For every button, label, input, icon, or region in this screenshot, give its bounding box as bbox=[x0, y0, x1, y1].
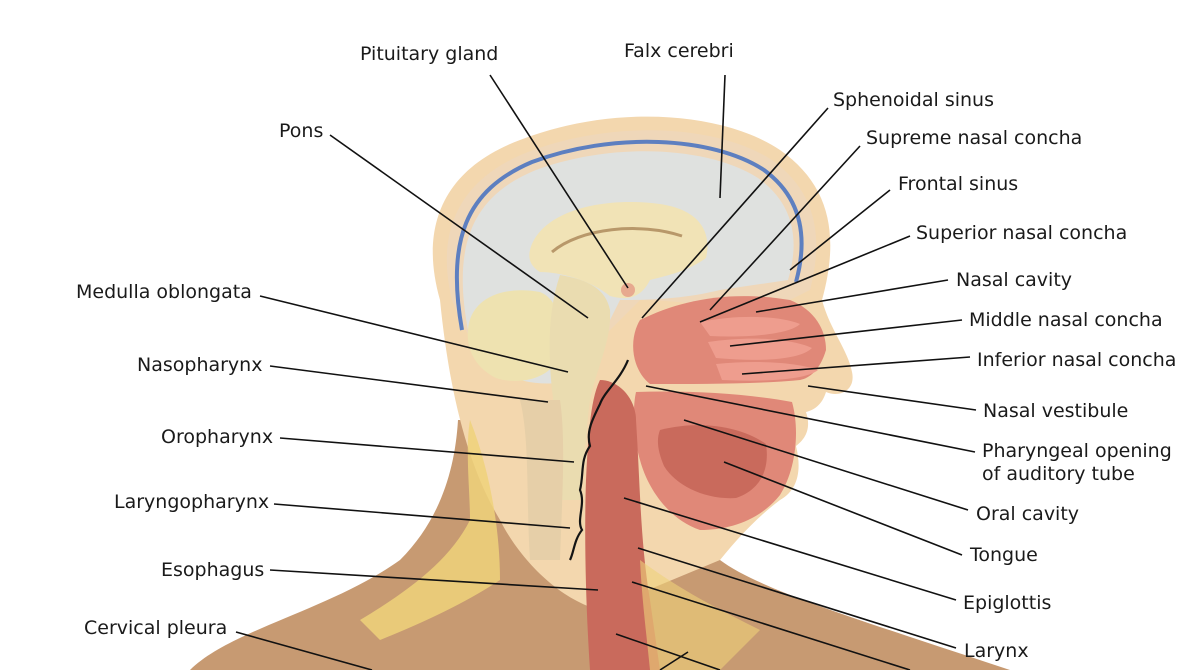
leader-inferior-nasal-concha bbox=[741, 356, 971, 375]
label-cervical-pleura: Cervical pleura bbox=[84, 617, 227, 639]
leader-lower-3 bbox=[659, 651, 689, 670]
illustration bbox=[190, 116, 1010, 670]
label-nasal-vestibule: Nasal vestibule bbox=[983, 400, 1128, 422]
vertebral-column bbox=[520, 400, 564, 560]
leader-lower-2 bbox=[615, 633, 721, 670]
label-falx-cerebri: Falx cerebri bbox=[624, 40, 734, 62]
leader-sphenoidal-sinus bbox=[641, 107, 829, 319]
text-labels: Pituitary gland Falx cerebri Sphenoidal … bbox=[76, 40, 1176, 662]
label-supreme-nasal-concha: Supreme nasal concha bbox=[866, 127, 1082, 149]
leader-pituitary-gland bbox=[489, 74, 629, 289]
label-pharyngeal-opening-line1: Pharyngeal opening bbox=[982, 440, 1172, 462]
leader-nasopharynx bbox=[269, 365, 549, 403]
label-oral-cavity: Oral cavity bbox=[976, 503, 1079, 525]
leader-epiglottis bbox=[623, 497, 957, 601]
label-oropharynx: Oropharynx bbox=[161, 426, 273, 448]
label-medulla-oblongata: Medulla oblongata bbox=[76, 281, 252, 303]
leader-middle-nasal-concha bbox=[729, 319, 963, 347]
leader-esophagus bbox=[269, 569, 599, 591]
leader-frontal-sinus bbox=[789, 189, 891, 271]
conchae bbox=[700, 316, 818, 381]
leader-pharyngeal-opening bbox=[645, 385, 976, 453]
label-esophagus: Esophagus bbox=[161, 559, 264, 581]
label-nasopharynx: Nasopharynx bbox=[137, 354, 262, 376]
leader-larynx bbox=[637, 547, 957, 649]
neck-fat bbox=[360, 420, 500, 640]
label-nasal-cavity: Nasal cavity bbox=[956, 269, 1072, 291]
label-sphenoidal-sinus: Sphenoidal sinus bbox=[833, 89, 994, 111]
tongue-muscle bbox=[657, 425, 767, 499]
leader-medulla-oblongata bbox=[259, 295, 569, 373]
pituitary bbox=[621, 283, 635, 297]
dura-line bbox=[454, 139, 804, 331]
leader-tongue bbox=[723, 461, 963, 556]
cerebrum bbox=[529, 201, 708, 299]
label-larynx: Larynx bbox=[964, 640, 1029, 662]
label-middle-nasal-concha: Middle nasal concha bbox=[969, 309, 1163, 331]
leader-falx-cerebri bbox=[719, 74, 726, 199]
label-laryngopharynx: Laryngopharynx bbox=[114, 491, 269, 513]
label-superior-nasal-concha: Superior nasal concha bbox=[916, 222, 1127, 244]
leader-nasal-vestibule bbox=[807, 385, 977, 411]
leader-oropharynx bbox=[279, 437, 575, 463]
label-pons: Pons bbox=[279, 120, 323, 142]
leader-lower-1 bbox=[631, 581, 911, 670]
label-inferior-nasal-concha: Inferior nasal concha bbox=[977, 349, 1176, 371]
cerebellum bbox=[467, 290, 562, 382]
leader-superior-nasal-concha bbox=[699, 235, 911, 323]
label-epiglottis: Epiglottis bbox=[963, 592, 1051, 614]
leader-cervical-pleura bbox=[235, 631, 373, 670]
label-tongue: Tongue bbox=[969, 544, 1038, 566]
pharynx-outline bbox=[568, 359, 630, 561]
corpus-callosum bbox=[551, 227, 683, 254]
label-frontal-sinus: Frontal sinus bbox=[898, 173, 1018, 195]
pharynx-larynx bbox=[585, 380, 660, 670]
leader-lines bbox=[235, 74, 977, 670]
brainstem bbox=[549, 275, 611, 500]
leader-pons bbox=[329, 134, 589, 319]
anterior-neck-fat bbox=[640, 560, 760, 670]
label-pharyngeal-opening-line2: of auditory tube bbox=[982, 463, 1135, 485]
leader-nasal-cavity bbox=[755, 279, 949, 313]
leader-oral-cavity bbox=[683, 419, 969, 511]
leader-laryngopharynx bbox=[273, 503, 571, 529]
label-pituitary-gland: Pituitary gland bbox=[360, 43, 498, 65]
leader-supreme-nasal-concha bbox=[709, 145, 861, 311]
